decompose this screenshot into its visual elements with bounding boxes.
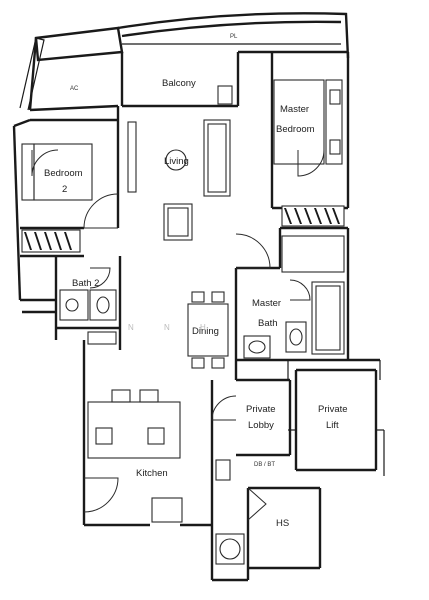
label-bedroom2-1: Bedroom <box>44 168 83 179</box>
label-bath2: Bath 2 <box>72 278 99 289</box>
label-dining: Dining <box>192 326 219 337</box>
bed-master <box>273 79 343 165</box>
label-private-lobby-1: Private <box>246 404 276 415</box>
wardrobe-bedroom2 <box>21 229 81 253</box>
label-master-bedroom-2: Bedroom <box>276 124 315 135</box>
kitchen-fixtures <box>87 389 245 565</box>
label-master-bedroom-1: Master <box>280 104 309 115</box>
label-bedroom2-2: 2 <box>62 184 67 195</box>
label-kitchen: Kitchen <box>136 468 168 479</box>
dining-table <box>187 291 229 369</box>
bed-bedroom2 <box>21 143 93 201</box>
label-balcony: Balcony <box>162 78 196 89</box>
master-bath-fixtures <box>243 235 345 359</box>
label-private-lift-1: Private <box>318 404 348 415</box>
living-furniture <box>127 85 233 241</box>
label-db: DB / BT <box>254 462 275 468</box>
wardrobe-master <box>281 205 345 227</box>
label-master-bath-2: Bath <box>258 318 278 329</box>
bath2-fixtures <box>59 289 117 345</box>
label-pl: PL <box>230 34 238 40</box>
watermark: N N H <box>128 323 220 332</box>
outer-walls <box>12 12 385 582</box>
label-living: Living <box>164 156 189 167</box>
label-private-lobby-2: Lobby <box>248 420 274 431</box>
door-swings <box>31 149 325 521</box>
room-labels: PL AC Balcony Master Bedroom Bedroom 2 B… <box>44 34 348 529</box>
label-hs: HS <box>276 518 289 529</box>
label-private-lift-2: Lift <box>326 420 339 431</box>
label-master-bath-1: Master <box>252 298 281 309</box>
label-ac: AC <box>70 86 79 92</box>
